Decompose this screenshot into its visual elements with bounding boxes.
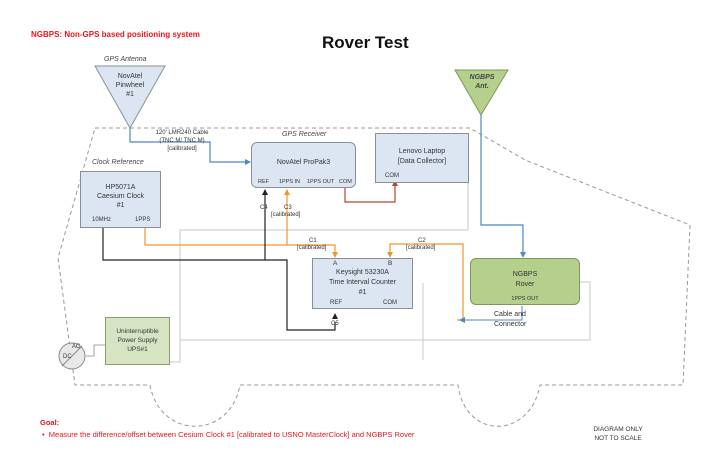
ups-line: Uninterruptible <box>116 328 159 335</box>
gps-rf-cable <box>129 128 250 163</box>
counter-label: Keysight 53230A Time Interval Counter #1 <box>313 268 412 298</box>
cesium-clock-box[interactable]: HP5071A Caesium Clock #1 10MHz 1PPS <box>80 171 161 228</box>
gps-receiver-name: NovAtel ProPak3 <box>276 159 331 166</box>
cesium-clock-line: HP5071A <box>105 184 136 191</box>
cesium-clock-line: Caesium Clock <box>96 193 145 200</box>
counter-port-ref: REF <box>330 300 342 306</box>
port-1pps: 1PPS <box>135 217 151 223</box>
com-cable <box>344 183 396 203</box>
c1-note: [calibrated] <box>297 245 327 251</box>
ngbps-rf-cable <box>480 115 524 256</box>
ngbps-antenna-line: NGBPS <box>469 74 495 81</box>
ref-cable-10mhz <box>102 227 336 331</box>
rover-line: NGBPS <box>512 271 538 278</box>
ngbps-rf-arrow <box>520 252 526 258</box>
c5-arrow <box>332 313 338 319</box>
counter-port-b: B <box>388 260 393 267</box>
c4-label: C4 <box>260 205 268 211</box>
rover-pps-cable <box>462 306 523 321</box>
c3-label: C3 <box>284 205 292 211</box>
laptop-line: Lenovo Laptop <box>398 148 446 155</box>
counter-line: Keysight 53230A <box>336 269 389 276</box>
gps-antenna-label: NovAtel Pinwheel #1 <box>112 72 148 99</box>
power-wire-rover <box>180 281 591 341</box>
dc-label: DC <box>63 354 72 360</box>
c2-note: [calibrated] <box>406 245 436 251</box>
counter-line: Time Interval Counter <box>328 279 397 286</box>
cable-connector-line: Connector <box>494 321 527 328</box>
laptop-port-com: COM <box>385 173 399 179</box>
ngbps-rover-box[interactable]: NGBPS Rover 1PPS OUT <box>470 258 580 305</box>
time-interval-counter-box[interactable]: A B Keysight 53230A Time Interval Counte… <box>312 258 413 309</box>
vehicle-outline <box>57 127 691 427</box>
gps-rf-arrow <box>245 159 251 165</box>
gps-receiver-caption: GPS Receiver <box>282 131 327 138</box>
disclaimer-line: NOT TO SCALE <box>594 435 642 442</box>
laptop-line: [Data Collector] <box>397 158 447 165</box>
c4-arrow <box>262 189 268 195</box>
cable-and-connector-label: Cable and Connector <box>494 310 526 330</box>
gps-receiver-box[interactable]: NovAtel ProPak3 REF 1PPS IN 1PPS OUT COM <box>251 142 356 188</box>
c5-label: C5 <box>331 321 339 327</box>
gps-antenna-line: #1 <box>126 91 134 98</box>
rover-line: Rover <box>515 281 535 288</box>
page-title: Rover Test <box>322 33 409 52</box>
gps-cable-note: 120' LMR240 Cable (TNC M/ TNC M) [calibr… <box>142 129 222 153</box>
gps-antenna-line: NovAtel <box>117 73 143 80</box>
ac-label: AC <box>72 344 81 350</box>
bullet-icon: • <box>42 430 49 439</box>
goal-heading: Goal: <box>40 418 60 427</box>
c1-label: C1 <box>309 238 317 244</box>
port-1pps-out: 1PPS OUT <box>307 179 335 185</box>
port-1pps-in: 1PPS IN <box>279 179 301 185</box>
rover-pps-arrow <box>459 317 465 323</box>
port-com: COM <box>339 179 352 185</box>
power-wire-laptop <box>150 158 469 363</box>
pps-cable-c1 <box>144 227 336 255</box>
acdc-divider <box>61 345 83 367</box>
ngbps-antenna-triangle <box>454 69 509 116</box>
goal-text: Measure the difference/offset between Ce… <box>48 430 415 439</box>
ups-line: Power Supply <box>117 337 158 344</box>
ngbps-antenna-label: NGBPS Ant. <box>465 73 499 91</box>
ups-box[interactable]: Uninterruptible Power Supply UPS#1 <box>105 317 170 365</box>
laptop-box[interactable]: Lenovo Laptop [Data Collector] COM <box>375 133 469 183</box>
gps-antenna-caption: GPS Antenna <box>104 56 147 63</box>
ups-line: UPS#1 <box>127 346 148 353</box>
cesium-clock-line: #1 <box>116 202 125 209</box>
disclaimer: DIAGRAM ONLY NOT TO SCALE <box>586 425 650 443</box>
ngbps-antenna-line: Ant. <box>475 83 489 90</box>
laptop-label: Lenovo Laptop [Data Collector] <box>376 147 468 167</box>
cable-note-line: [calibrated] <box>167 146 197 152</box>
rover-label: NGBPS Rover <box>471 270 579 290</box>
ups-to-acdc <box>86 344 105 357</box>
c2-label: C2 <box>418 238 426 244</box>
goal-item: • Measure the difference/offset between … <box>42 430 415 439</box>
counter-port-com: COM <box>383 300 397 306</box>
clock-reference-caption: Clock Reference <box>92 159 144 166</box>
port-ref: REF <box>258 179 269 185</box>
cesium-clock-label: HP5071A Caesium Clock #1 <box>81 183 160 210</box>
c3-note: [calibrated] <box>271 212 301 218</box>
gps-antenna-line: Pinwheel <box>115 82 145 89</box>
counter-port-a: A <box>333 260 338 267</box>
com-arrow <box>392 180 398 186</box>
c2-arrow <box>387 252 393 258</box>
gps-antenna-triangle <box>94 65 166 130</box>
c3-arrow <box>284 189 290 195</box>
disclaimer-line: DIAGRAM ONLY <box>593 426 643 433</box>
c1-arrow <box>332 252 338 258</box>
ngbps-definition: NGBPS: Non-GPS based positioning system <box>31 30 200 39</box>
rover-port-1pps-out: 1PPS OUT <box>511 296 539 302</box>
cable-note-line: 120' LMR240 Cable <box>155 130 209 136</box>
cable-connector-line: Cable and <box>494 311 526 318</box>
counter-line: #1 <box>358 289 367 296</box>
port-10mhz: 10MHz <box>92 217 112 223</box>
ups-label: Uninterruptible Power Supply UPS#1 <box>106 327 169 354</box>
cable-note-line: (TNC M/ TNC M) <box>159 138 205 144</box>
